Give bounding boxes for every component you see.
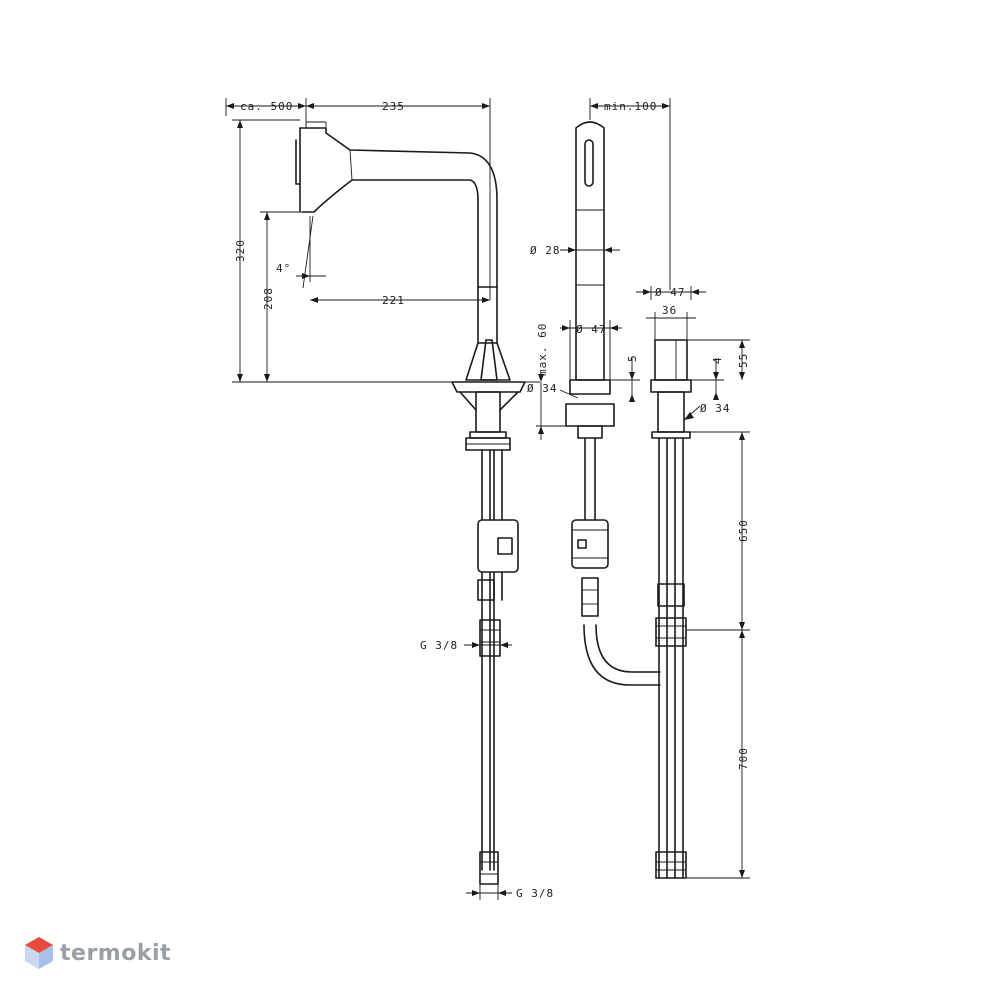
dim-221: 221 — [382, 294, 405, 307]
hexagon-logo-icon — [25, 937, 53, 969]
dim-5: 5 — [626, 354, 639, 362]
dim-dia47-mid: Ø 47 — [576, 323, 607, 336]
dim-650: 650 — [737, 519, 750, 542]
dim-235: 235 — [382, 100, 405, 113]
dim-320: 320 — [234, 239, 247, 262]
dim-4deg: 4° — [276, 262, 291, 275]
dim-36: 36 — [662, 304, 677, 317]
dimension-labels: ca. 500 235 320 208 4° 221 min.100 Ø 28 … — [234, 100, 750, 900]
dim-700: 700 — [737, 747, 750, 770]
dim-208: 208 — [262, 287, 275, 310]
dim-dia34-right: Ø 34 — [700, 402, 731, 415]
faucet-front-view — [565, 121, 661, 686]
dim-dia28: Ø 28 — [530, 244, 561, 257]
dim-dia47-right: Ø 47 — [655, 286, 686, 299]
dim-g38-lower: G 3/8 — [516, 887, 554, 900]
faucet-side-view — [295, 121, 526, 885]
dimension-lines — [225, 98, 750, 900]
dim-55: 55 — [737, 353, 750, 368]
dim-g38-upper: G 3/8 — [420, 639, 458, 652]
dim-dia34-left: Ø 34 — [527, 382, 558, 395]
dim-min100: min.100 — [604, 100, 657, 113]
dim-ca500: ca. 500 — [240, 100, 293, 113]
watermark-brand: termokit — [60, 940, 172, 966]
watermark: termokit — [24, 936, 171, 970]
dim-max60: max. 60 — [536, 323, 549, 376]
dim-4: 4 — [711, 356, 724, 364]
connector-side-view — [650, 339, 692, 879]
